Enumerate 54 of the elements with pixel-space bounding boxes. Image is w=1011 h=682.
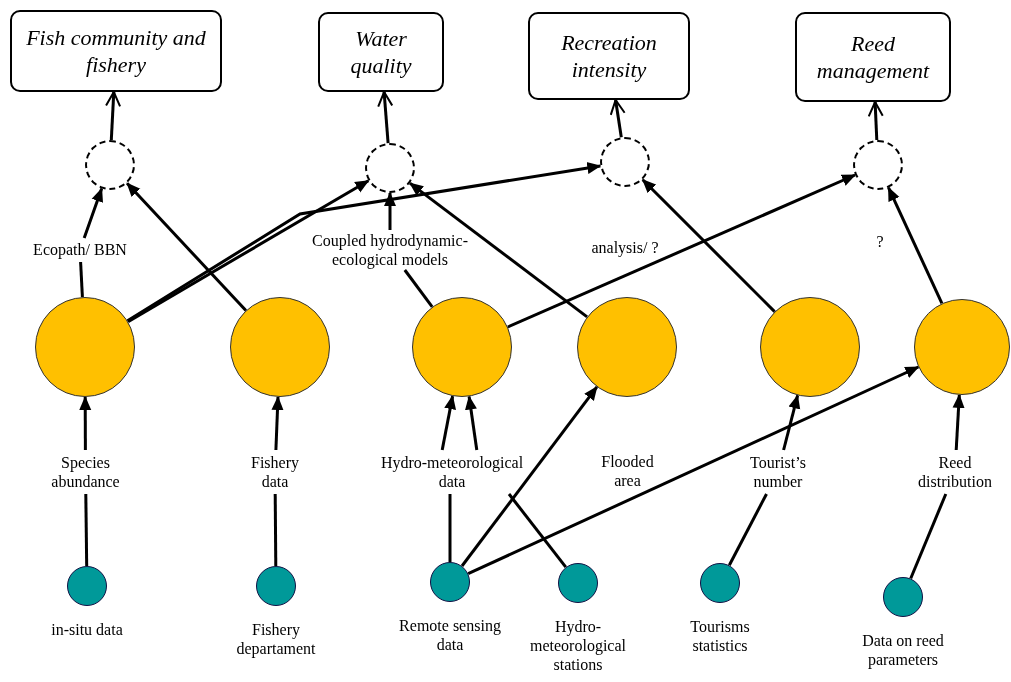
- arrow: [105, 91, 122, 141]
- arrow: [271, 396, 284, 451]
- connector-line: [273, 494, 278, 566]
- arrow: [79, 396, 92, 450]
- connector-line: [727, 493, 768, 566]
- arrow: [377, 91, 394, 144]
- source-label: in-situ data: [50, 620, 124, 640]
- arrow: [409, 181, 588, 319]
- source-label: Remote sensing data: [398, 616, 502, 655]
- connector-line: [448, 494, 452, 562]
- outcome-box: Recreation intensity: [528, 12, 690, 100]
- arrow: [440, 395, 457, 451]
- arrow: [887, 186, 944, 305]
- outcome-box: Reed management: [795, 12, 951, 102]
- indicator-circle: [577, 297, 677, 397]
- arrow: [867, 101, 884, 141]
- method-label: Coupled hydrodynamic-ecological models: [311, 230, 469, 270]
- outcome-box: Water quality: [318, 12, 444, 92]
- data-label: Tourist’s number: [749, 452, 807, 492]
- connector-line: [403, 269, 434, 308]
- dashed-circle: [853, 140, 903, 190]
- arrow: [641, 178, 776, 313]
- note-label: analysis/ ?: [590, 238, 660, 258]
- source-label: Tourisms statistics: [689, 617, 751, 656]
- arrow: [467, 365, 920, 576]
- method-label: Ecopath/ BBN: [33, 240, 127, 260]
- arrow: [384, 192, 396, 230]
- data-label: Reed distribution: [917, 452, 993, 492]
- arrow: [126, 162, 602, 322]
- source-label: Data on reed parameters: [861, 631, 945, 670]
- arrow: [507, 173, 856, 329]
- connector-line: [909, 493, 948, 580]
- data-label: Species abundance: [50, 452, 121, 492]
- connector-line: [507, 493, 567, 569]
- arrow: [82, 187, 104, 239]
- source-label: Fishery departament: [235, 620, 317, 659]
- arrow: [952, 393, 965, 451]
- dashed-circle: [365, 143, 415, 193]
- data-label: Fishery data: [250, 452, 300, 492]
- data-label: Hydro-meteorological data: [379, 452, 525, 492]
- arrow: [127, 179, 370, 323]
- note-label: Flooded area: [600, 452, 655, 491]
- connector-line: [84, 493, 89, 567]
- connector-line: [79, 261, 84, 298]
- outcome-box: Fish community and fishery: [10, 10, 222, 92]
- dashed-circle: [85, 140, 135, 190]
- arrow: [782, 394, 801, 451]
- arrow: [465, 395, 479, 451]
- arrow: [609, 99, 626, 138]
- source-label: Hydro-meteorological stations: [529, 617, 627, 675]
- arrow: [126, 182, 247, 312]
- note-label: ?: [875, 232, 885, 252]
- arrow: [460, 386, 599, 567]
- dashed-circle: [600, 137, 650, 187]
